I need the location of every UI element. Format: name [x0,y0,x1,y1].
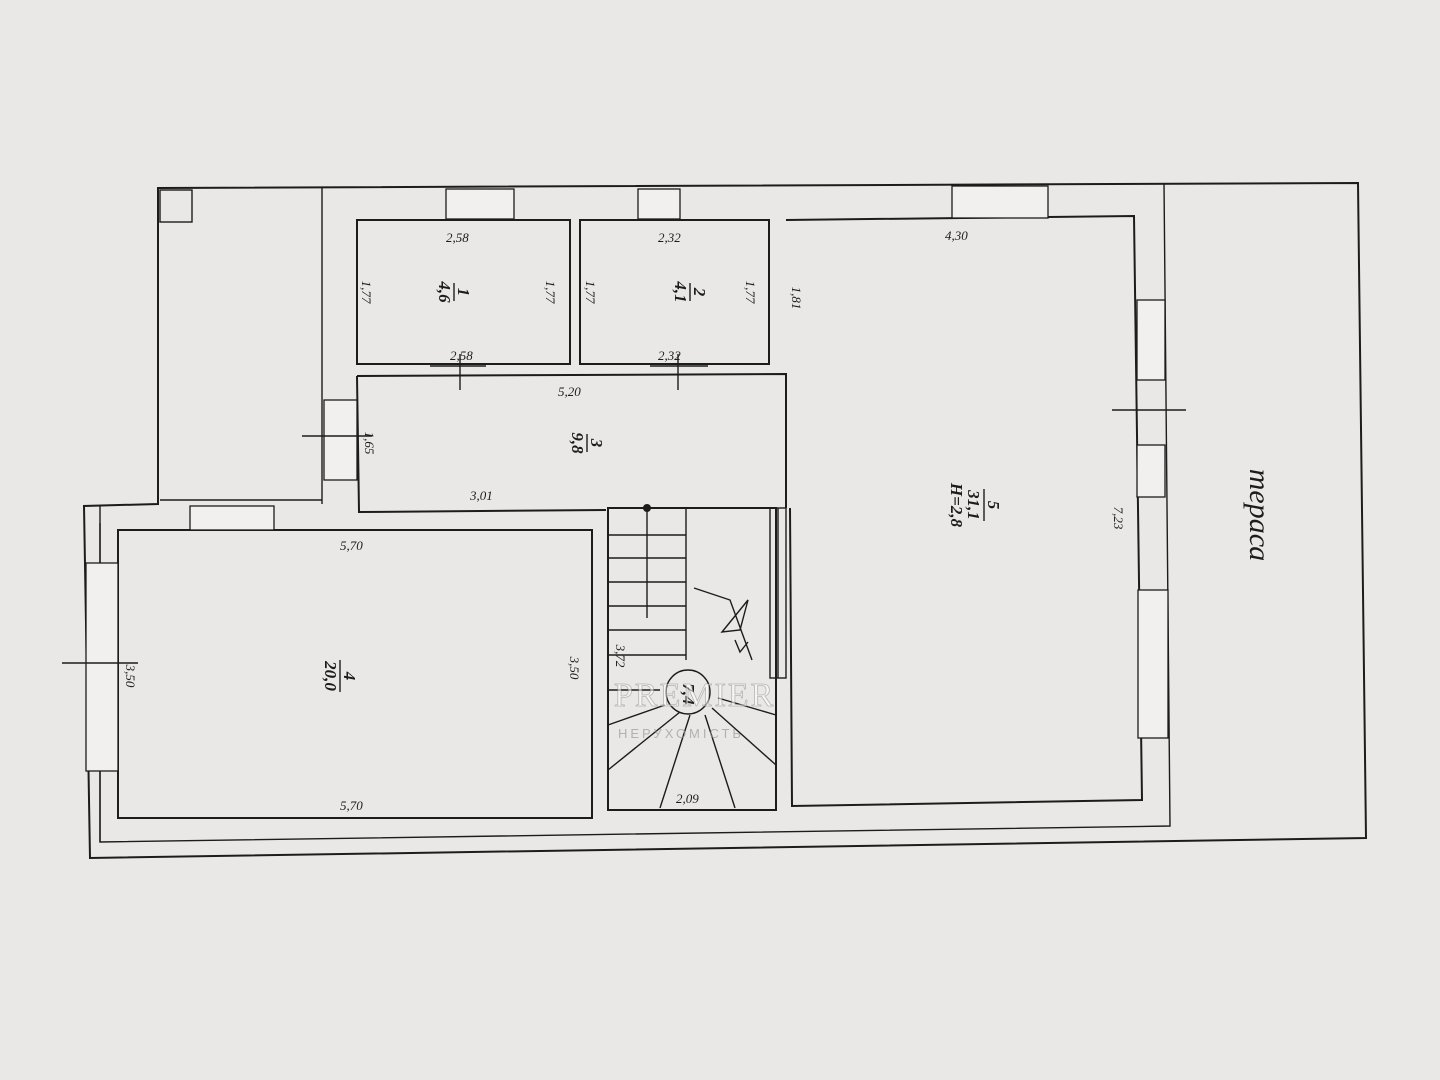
dim-r3-left: 1,65 [362,432,377,455]
room-2-label: 2 4,1 [671,280,709,302]
room-3-label: 3 9,8 [568,432,606,454]
svg-text:5: 5 [984,501,1003,510]
dim-r5-left: 1,81 [789,287,804,310]
dim-r2-right: 1,77 [743,281,758,304]
dim-stair-left: 3,72 [613,644,628,668]
svg-text:7,4: 7,4 [679,683,698,704]
room-4-label: 4 20,0 [321,660,359,692]
svg-text:20,0: 20,0 [321,660,340,691]
room-3 [356,372,787,514]
room-1 [356,219,571,365]
dim-r1-right: 1,77 [543,281,558,304]
svg-text:1: 1 [454,288,473,297]
dim-r2-top: 2,32 [658,230,681,245]
window [1137,589,1169,739]
svg-text:2: 2 [690,287,709,297]
room-1-label: 1 4,6 [435,280,473,303]
dim-r1-top: 2,58 [446,230,469,245]
window [951,185,1049,219]
window [445,188,515,220]
dim-r2-bottom: 2,32 [658,348,681,363]
window [85,562,119,772]
dim-r2-left: 1,77 [583,281,598,304]
dim-r4-right: 3,50 [567,656,582,680]
svg-text:4,1: 4,1 [671,280,690,302]
svg-text:3: 3 [587,438,606,448]
svg-text:H=2,8: H=2,8 [947,482,966,528]
window [1136,444,1166,498]
watermark-sub: НЕРУХОМІСТЬ [618,726,744,741]
dim-r1-bottom: 2,58 [450,348,473,363]
svg-text:4: 4 [340,671,359,681]
staircase [607,504,777,811]
room-5-label: 5 31,1 H=2,8 [947,482,1003,528]
dim-r5-top: 4,30 [945,228,968,243]
dim-r3-bottom: 3,01 [469,488,493,503]
dim-r4-bottom: 5,70 [340,798,363,813]
dim-r5-right: 7,23 [1111,507,1126,530]
terrace-label: тераса [1243,469,1276,562]
dim-stair-bottom: 2,09 [676,791,699,806]
svg-text:4,6: 4,6 [435,280,454,303]
dim-r4-left: 3,50 [123,664,138,688]
window [323,399,358,481]
stair-label: 7,4 [679,683,698,704]
window [189,505,275,531]
dim-r3-top: 5,20 [558,384,581,399]
watermark: PREMIER НЕРУХОМІСТЬ [614,677,775,741]
window [637,188,681,220]
svg-text:31,1: 31,1 [964,489,983,520]
corner-block [159,189,193,223]
room-2 [579,219,770,365]
window [1136,299,1166,381]
dim-r1-left: 1,77 [359,281,374,304]
outer-wall [82,181,1368,860]
dim-r4-top: 5,70 [340,538,363,553]
watermark-brand: PREMIER [614,677,775,714]
svg-text:9,8: 9,8 [568,432,587,454]
